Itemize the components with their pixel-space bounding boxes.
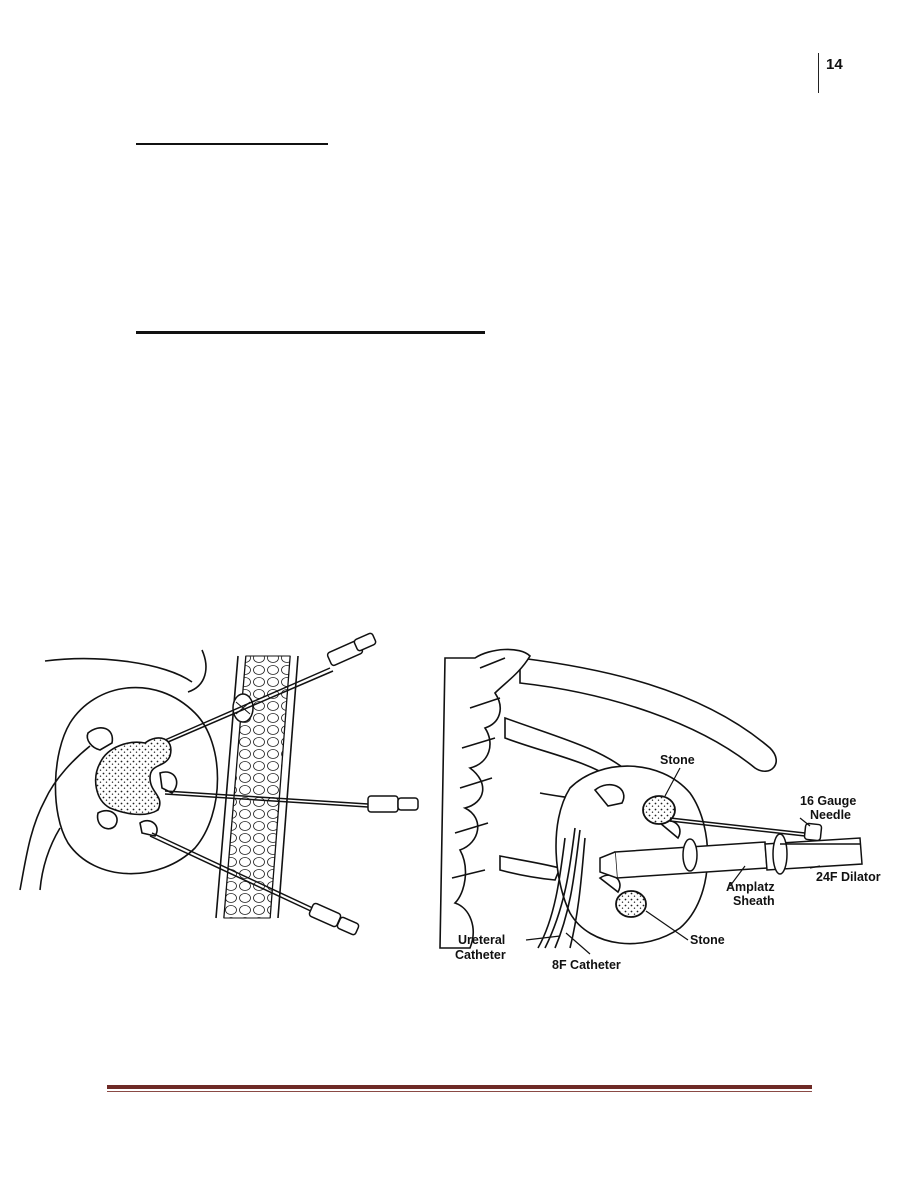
instruments — [599, 817, 863, 879]
right-kidney-diagram — [439, 648, 777, 949]
paraspinal-muscle — [223, 655, 291, 919]
dilator — [764, 837, 863, 871]
left-kidney-outline — [54, 686, 219, 875]
label-8f-catheter: 8F Catheter — [552, 958, 621, 972]
figure-svg: Stone 16 Gauge Needle 24F Dilator Amplat… — [19, 632, 881, 972]
label-needle-line1: 16 Gauge — [800, 794, 856, 808]
right-stone-lower — [615, 890, 647, 918]
leader-lines — [525, 767, 821, 955]
left-stone — [94, 737, 172, 816]
kidney-access-figure: Stone 16 Gauge Needle 24F Dilator Amplat… — [0, 628, 918, 978]
footer-rule — [107, 1085, 812, 1089]
left-needles — [149, 632, 419, 936]
footer-rule-thin — [107, 1091, 812, 1092]
label-ureteral-line1: Ureteral — [458, 933, 505, 947]
label-sheath-line2: Sheath — [733, 894, 775, 908]
rib-upper — [519, 657, 777, 772]
heading-underline-1 — [136, 143, 328, 145]
label-stone-top: Stone — [660, 753, 695, 767]
label-dilator: 24F Dilator — [816, 870, 881, 884]
gauge-needle — [669, 817, 806, 834]
label-needle-line2: Needle — [810, 808, 851, 822]
page-number: 14 — [826, 56, 843, 73]
spine — [439, 648, 532, 949]
heading-underline-2 — [136, 331, 485, 334]
page-number-divider — [818, 53, 819, 93]
label-sheath-line1: Amplatz — [726, 880, 775, 894]
label-stone-bottom: Stone — [690, 933, 725, 947]
label-ureteral-line2: Catheter — [455, 948, 506, 962]
right-stone-upper — [642, 795, 676, 825]
